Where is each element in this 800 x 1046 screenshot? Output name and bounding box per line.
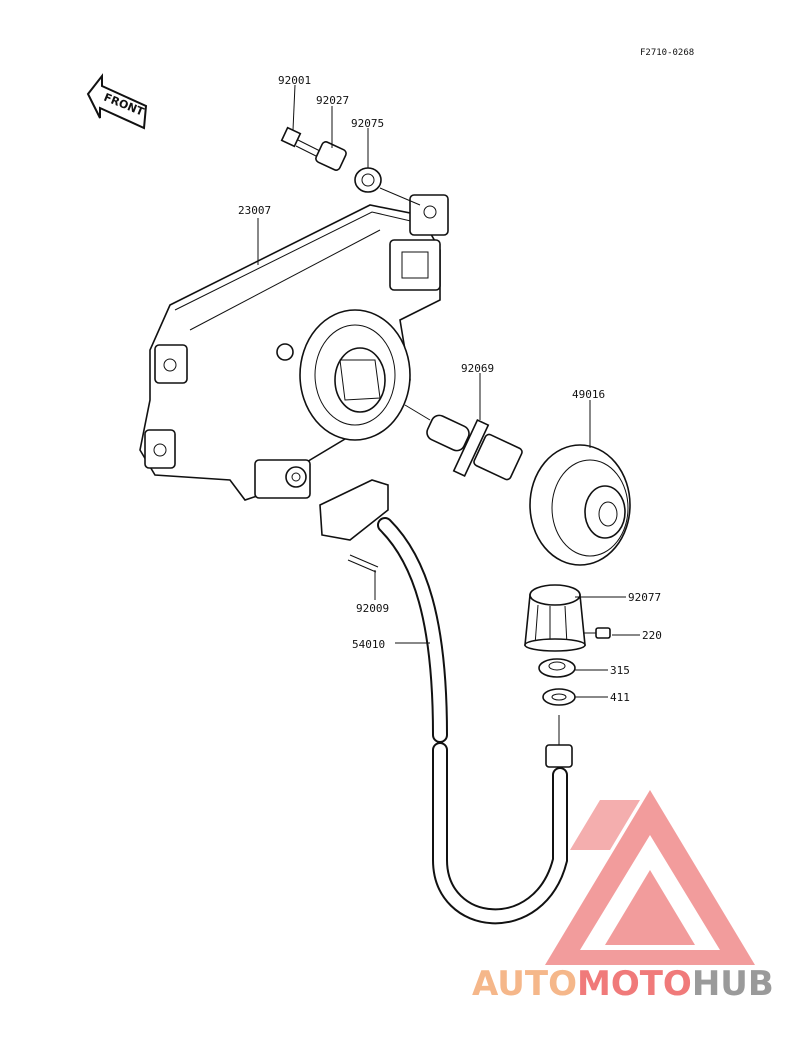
watermark-wordmark: AUTOMOTOHUB bbox=[472, 964, 774, 1004]
label-54010: 54010 bbox=[352, 638, 385, 651]
watermark-logo-icon bbox=[545, 790, 755, 965]
bulb-92069 bbox=[404, 404, 523, 481]
label-49016: 49016 bbox=[572, 388, 605, 401]
dust-cover-49016 bbox=[529, 444, 631, 566]
diagram-code: F2710-0268 bbox=[640, 48, 694, 58]
clamp-92009 bbox=[319, 479, 389, 573]
svg-text:AUTOMOTOHUB: AUTOMOTOHUB bbox=[472, 964, 774, 1004]
label-92069: 92069 bbox=[461, 362, 494, 375]
screw-220 bbox=[584, 627, 611, 639]
headlight-housing bbox=[139, 194, 449, 501]
bolt-92001 bbox=[280, 126, 323, 159]
washer-411 bbox=[542, 688, 576, 706]
cable-54010 bbox=[377, 517, 573, 925]
label-92077: 92077 bbox=[628, 591, 661, 604]
leader-lines bbox=[257, 84, 640, 698]
watermark-part-auto: AUTO bbox=[472, 964, 577, 1004]
knob-92077 bbox=[524, 584, 586, 652]
label-92009: 92009 bbox=[356, 602, 389, 615]
label-23007: 23007 bbox=[238, 204, 271, 217]
label-315: 315 bbox=[610, 664, 630, 677]
collar-92027 bbox=[315, 141, 347, 171]
label-220: 220 bbox=[642, 629, 662, 642]
watermark-part-moto: MOTO bbox=[577, 964, 692, 1004]
label-411: 411 bbox=[610, 691, 630, 704]
front-arrow-icon: FRONT bbox=[86, 73, 148, 130]
watermark-part-hub: HUB bbox=[692, 964, 774, 1004]
grommet-92075 bbox=[354, 167, 382, 193]
label-92075: 92075 bbox=[351, 117, 384, 130]
label-92027: 92027 bbox=[316, 94, 349, 107]
nut-315 bbox=[538, 658, 576, 678]
label-92001: 92001 bbox=[278, 74, 311, 87]
